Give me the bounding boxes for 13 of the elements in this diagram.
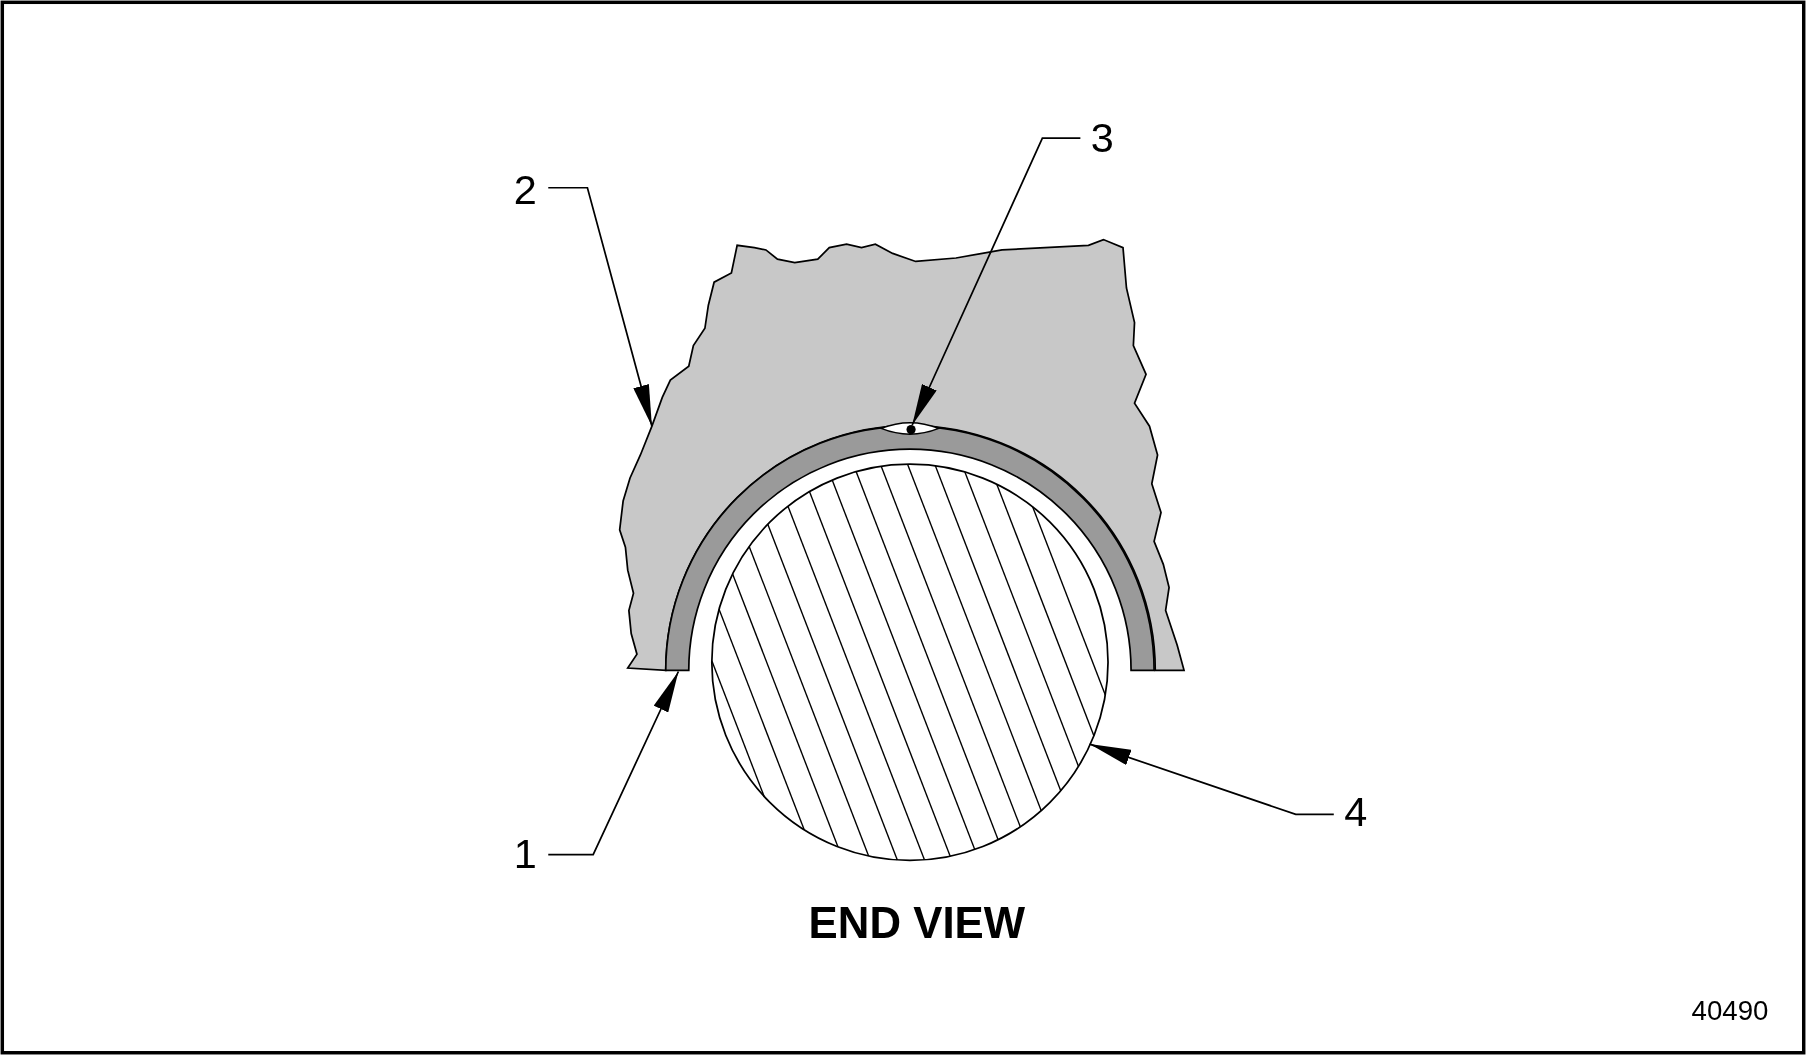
callout-number: 3	[1090, 117, 1114, 159]
leader-line	[547, 670, 680, 856]
leader-line	[547, 186, 653, 428]
leader-line	[911, 137, 1082, 426]
callout-number: 1	[513, 833, 537, 876]
callout-number: 2	[513, 169, 537, 211]
shaft-section	[710, 463, 1109, 862]
leader-line	[1088, 743, 1335, 816]
view-caption: END VIEW	[808, 900, 1026, 945]
callout-number: 4	[1344, 791, 1368, 833]
bearing-shell	[664, 425, 1155, 672]
figure-number: 40490	[1691, 997, 1769, 1026]
housing-section	[618, 238, 1185, 672]
